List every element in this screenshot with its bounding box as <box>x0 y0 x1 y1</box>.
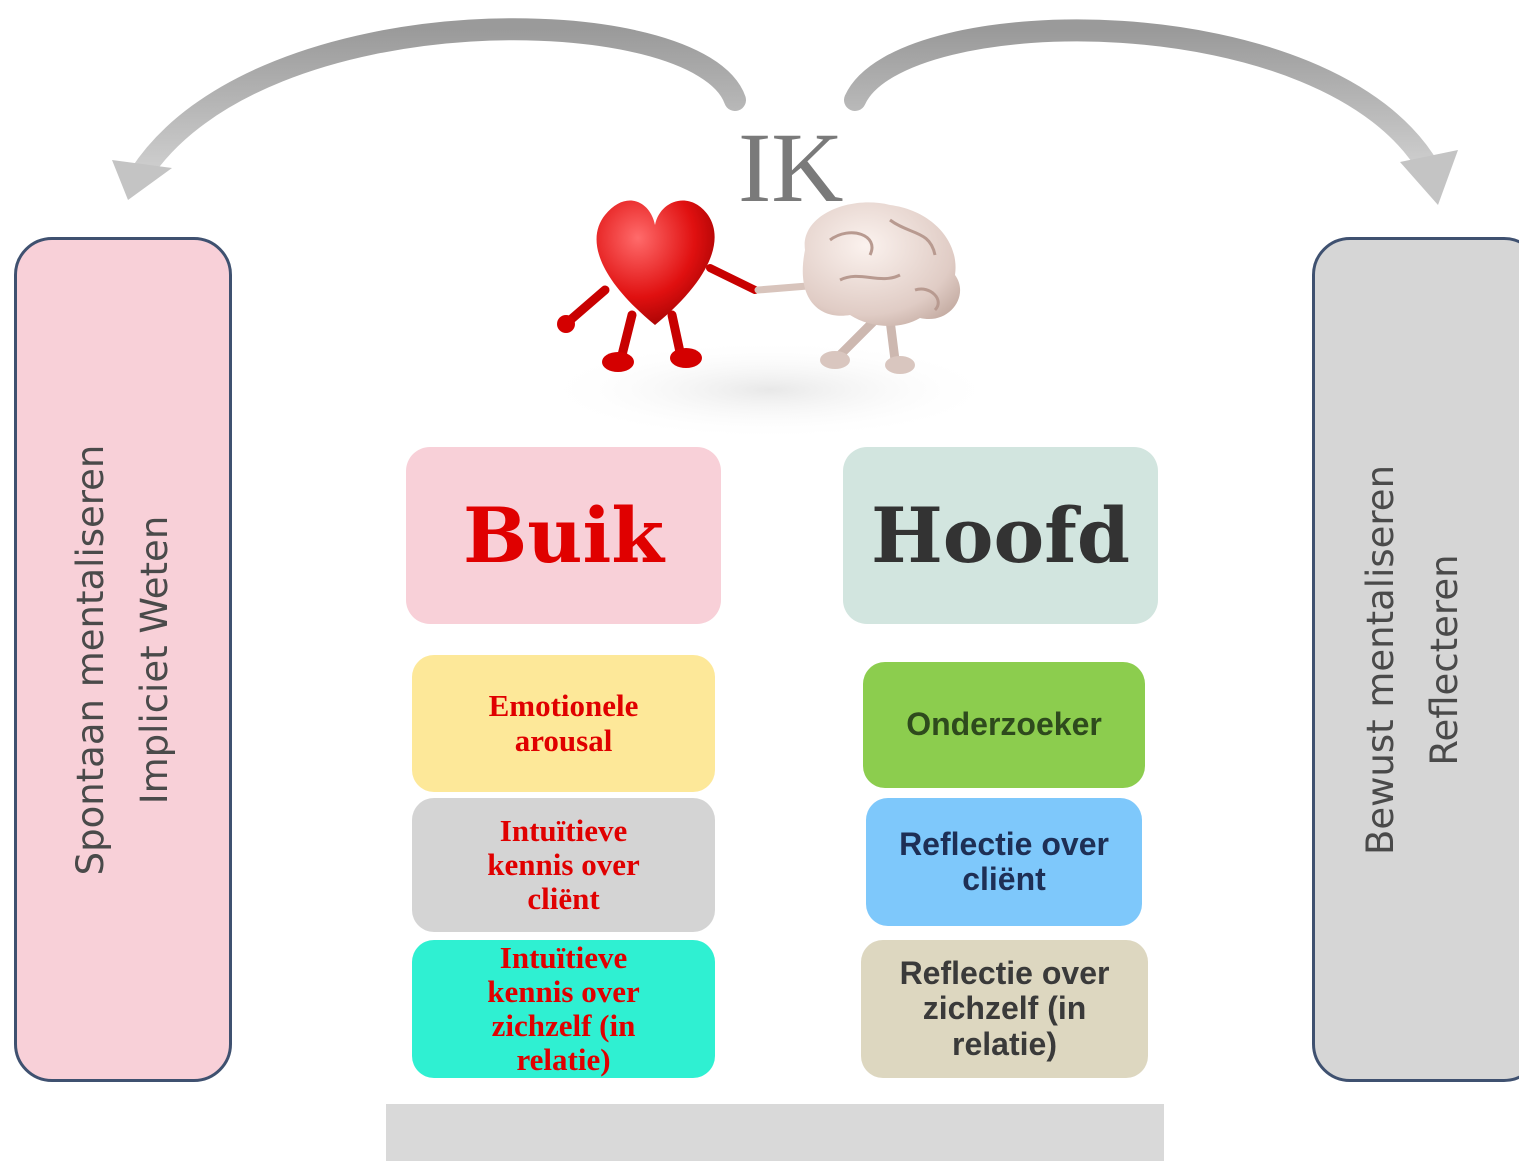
box-line: Reflectie over <box>899 955 1110 992</box>
box-line: zichzelf (in <box>922 990 1087 1027</box>
curved-arrow-right-icon <box>844 19 1458 205</box>
bottom-bar <box>386 1104 1164 1161</box>
buik-header: Buik <box>406 447 721 624</box>
box-line: relatie) <box>516 1042 611 1078</box>
box-line: cliënt <box>962 861 1046 897</box>
left-panel-line-1: Spontaan mentaliseren <box>69 444 112 875</box>
right-panel: Bewust mentaliseren Reflecteren <box>1312 237 1519 1082</box>
hoofd-box-onderzoeker: Onderzoeker <box>863 662 1145 788</box>
arrows-layer <box>112 18 1458 205</box>
box-line: Intuïtieve <box>499 939 628 975</box>
buik-box-intuitieve-kennis-zichzelf: Intuïtieve kennis over zichzelf (in rela… <box>412 940 715 1078</box>
brain-mascot-icon <box>754 202 961 374</box>
box-line: Reflectie over <box>899 825 1109 862</box>
box-line: arousal <box>514 722 613 758</box>
buik-box-emotionele-arousal: Emotionele arousal <box>412 655 715 792</box>
ik-title: IK <box>738 112 844 223</box>
box-line: relatie) <box>952 1025 1057 1062</box>
hoofd-box-reflectie-client: Reflectie over cliënt <box>866 798 1142 926</box>
curved-arrow-left-icon <box>112 18 746 200</box>
hoofd-box-reflectie-zichzelf: Reflectie over zichzelf (in relatie) <box>861 940 1148 1078</box>
box-line: kennis over <box>487 846 640 882</box>
hoofd-header: Hoofd <box>843 447 1158 624</box>
left-panel-text: Spontaan mentaliseren Impliciet Weten <box>59 444 187 875</box>
heart-mascot-icon <box>557 200 759 372</box>
left-panel-line-2: Impliciet Weten <box>133 515 176 804</box>
box-line: Intuïtieve <box>499 812 628 848</box>
box-line: kennis over <box>487 973 640 1009</box>
buik-box-intuitieve-kennis-client: Intuïtieve kennis over cliënt <box>412 798 715 932</box>
box-line: cliënt <box>527 881 600 917</box>
box-line: zichzelf (in <box>491 1008 636 1043</box>
right-panel-text: Bewust mentaliseren Reflecteren <box>1349 464 1477 854</box>
mascots-illustration <box>540 200 1000 440</box>
right-panel-line-1: Bewust mentaliseren <box>1359 464 1402 855</box>
left-panel: Spontaan mentaliseren Impliciet Weten <box>14 237 232 1082</box>
right-panel-line-2: Reflecteren <box>1423 553 1466 766</box>
box-line: Onderzoeker <box>906 706 1102 743</box>
box-line: Emotionele <box>488 688 639 724</box>
